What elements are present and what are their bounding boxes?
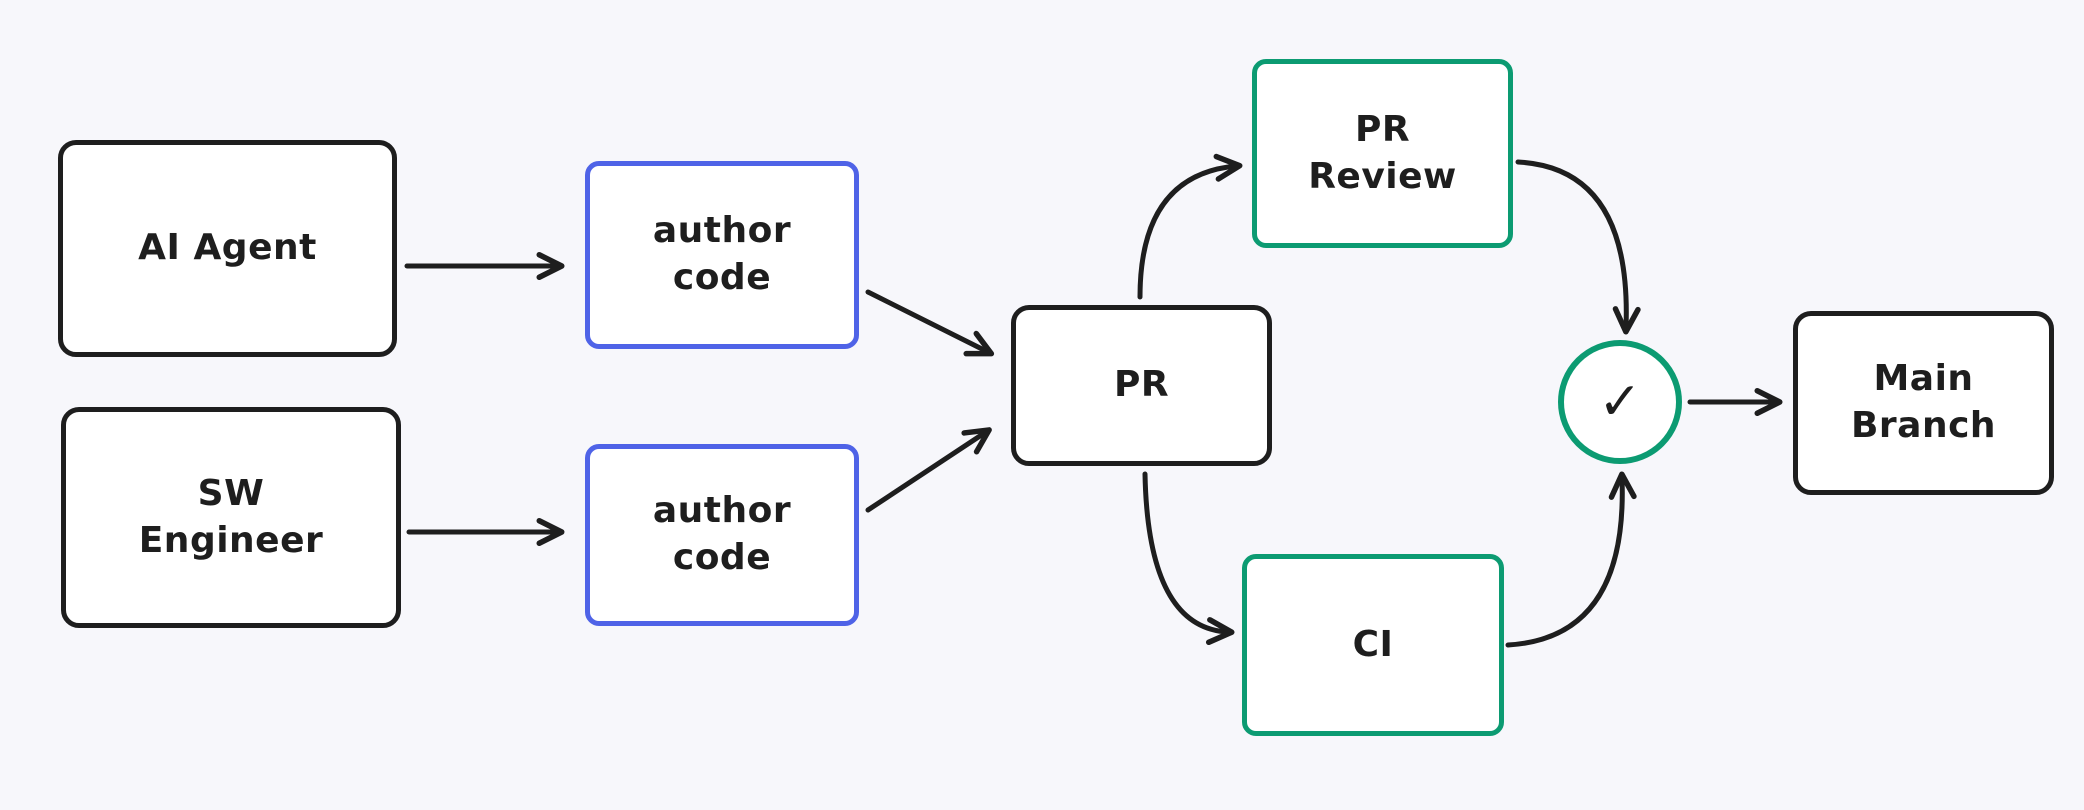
arrow-author-code-top-to-pr bbox=[865, 289, 995, 357]
approval-check-node: ✓ bbox=[1558, 340, 1682, 464]
node-author-code-bottom-label: author code bbox=[652, 490, 792, 578]
check-icon: ✓ bbox=[1598, 372, 1642, 432]
node-pr-review-label: PR Review bbox=[1308, 108, 1457, 197]
arrow-pr-to-ci bbox=[1142, 471, 1235, 646]
node-pr: PR bbox=[1011, 305, 1272, 466]
arrow-ci-to-check bbox=[1505, 471, 1637, 648]
node-main-branch-label: Main Branch bbox=[1850, 358, 1997, 446]
node-main-branch: Main Branch bbox=[1793, 311, 2054, 495]
arrow-pr-to-pr-review bbox=[1137, 153, 1243, 300]
node-author-code-top: author code bbox=[585, 161, 859, 349]
node-ci: CI bbox=[1242, 554, 1504, 736]
arrow-pr-review-to-check bbox=[1515, 159, 1641, 335]
node-ai-agent: AI Agent bbox=[58, 140, 397, 357]
node-ci-label: CI bbox=[1352, 623, 1394, 665]
node-pr-review: PR Review bbox=[1252, 59, 1513, 248]
node-author-code-top-label: author code bbox=[652, 210, 792, 298]
node-sw-engineer-label: SW Engineer bbox=[138, 472, 324, 561]
arrow-author-code-bottom-to-pr bbox=[865, 427, 992, 513]
node-author-code-bottom: author code bbox=[585, 444, 859, 626]
node-pr-label: PR bbox=[1113, 364, 1170, 406]
node-sw-engineer: SW Engineer bbox=[61, 407, 401, 628]
node-ai-agent-label: AI Agent bbox=[138, 227, 317, 269]
